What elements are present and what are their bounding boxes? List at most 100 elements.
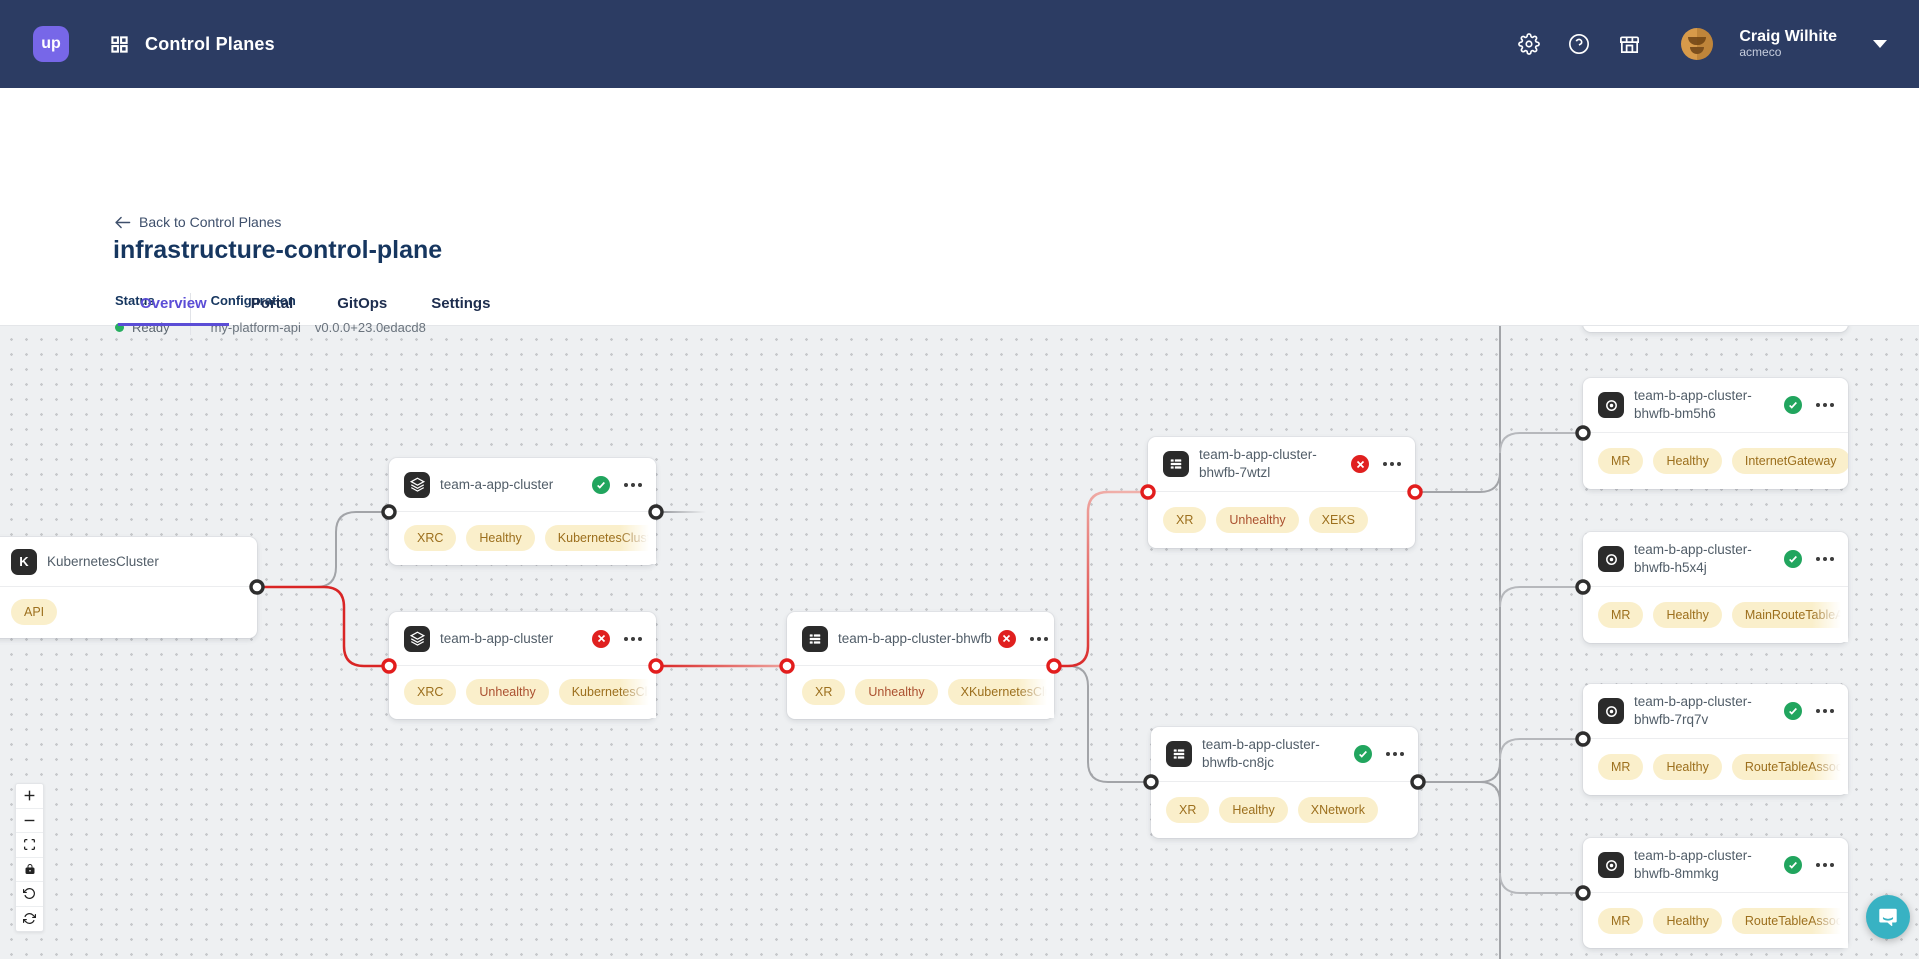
healthy-icon [1784,550,1802,568]
zoom-in-button[interactable] [16,784,43,809]
managed-resource-icon [1598,392,1624,418]
node-team-b-app-cluster-bhwfb[interactable]: team-b-app-cluster-bhwfb XR Unhealthy XK… [787,612,1054,719]
node-kubernetescluster[interactable]: K KubernetesCluster API [0,537,257,638]
node-menu-button[interactable] [1382,746,1408,762]
status-ready-dot [115,323,124,332]
avatar[interactable] [1681,28,1714,60]
node-team-a-app-cluster[interactable]: team-a-app-cluster XRC Healthy Kubernete… [389,458,656,565]
node-badges: XR Unhealthy XKubernetesCluster [787,666,1054,718]
node-team-b-app-cluster-bhwfb-8mmkg[interactable]: team-b-app-cluster-bhwfb-8mmkg MR Health… [1583,838,1848,948]
layers-icon [404,625,430,652]
graph-canvas[interactable]: K KubernetesCluster API team-a-app-clust… [0,326,1919,959]
badge: XRC [404,679,457,705]
lock-button[interactable] [16,858,43,882]
managed-resource-icon [1598,852,1624,878]
tab-portal[interactable]: Portal [250,294,294,312]
back-link[interactable]: Back to Control Planes [114,214,281,230]
node-team-b-app-cluster-bhwfb-cn8jc[interactable]: team-b-app-cluster-bhwfb-cn8jc XR Health… [1151,727,1418,838]
node-team-b-app-cluster-bhwfb-bm5h6[interactable]: team-b-app-cluster-bhwfb-bm5h6 MR Health… [1583,378,1848,489]
managed-resource-icon [1598,698,1624,724]
upbound-logo[interactable]: up [33,26,69,62]
badge: XNetwork [1297,796,1378,823]
node-badges: XRC Healthy KubernetesCluster [389,512,656,564]
node-badges: XR Healthy XNetwork [1151,782,1418,837]
node-menu-button[interactable] [1812,703,1838,719]
canvas-controls [15,783,44,932]
node-label: team-b-app-cluster-bhwfb-8mmkg [1634,848,1752,881]
tab-gitops[interactable]: GitOps [337,294,388,312]
configuration-name: my-platform-api [210,320,301,335]
badge: InternetGateway [1731,447,1848,474]
top-navbar: up Control Planes [0,0,1919,88]
badge-fade [1018,666,1054,718]
chevron-down-icon[interactable] [1873,40,1887,48]
fit-view-button[interactable] [16,833,43,858]
kubernetes-icon: K [11,548,37,575]
help-icon[interactable] [1567,32,1591,56]
badge: Healthy [466,525,535,551]
node-badges: XRC Unhealthy KubernetesCluster [389,666,656,718]
node-label: KubernetesCluster [47,553,159,569]
node-menu-button[interactable] [620,477,646,493]
badge-fade [1812,893,1848,948]
node-team-b-app-cluster-bhwfb-h5x4j[interactable]: team-b-app-cluster-bhwfb-h5x4j MR Health… [1583,532,1848,643]
node-menu-button[interactable] [620,631,646,647]
node-menu-button[interactable] [1812,857,1838,873]
badge: XEKS [1308,506,1369,533]
badge-fade [620,666,656,718]
tab-settings[interactable]: Settings [431,294,491,312]
chat-bubble-icon [1879,908,1897,927]
badge: MR [1598,907,1644,934]
apps-grid-icon[interactable] [107,32,131,56]
healthy-icon [1784,702,1802,720]
refresh-button[interactable] [16,907,43,932]
healthy-icon [592,475,610,494]
tab-bar: Overview Portal GitOps Settings [118,281,512,326]
healthy-icon [1784,856,1802,874]
badge-fade [1812,587,1848,642]
app-title: Control Planes [145,33,275,54]
node-menu-button[interactable] [1379,456,1405,472]
node-label: team-b-app-cluster-bhwfb-cn8jc [1202,737,1320,770]
badge: Unhealthy [855,679,938,705]
badge: Healthy [1219,796,1288,823]
tab-overview[interactable]: Overview [118,281,229,326]
node-label: team-a-app-cluster [440,476,554,492]
node-menu-button[interactable] [1812,551,1838,567]
node-badges: MR Healthy MainRouteTableAssoc [1583,587,1848,642]
node-label: team-b-app-cluster-bhwfb-7wtzl [1199,447,1317,480]
managed-resource-icon [1598,546,1624,572]
configuration-value: my-platform-api v0.0.0+23.0edacd8 [211,320,426,335]
node-badges: MR Healthy InternetGateway [1583,433,1848,488]
composite-resource-icon [1163,451,1189,477]
badge-fade [620,512,656,564]
badge: XR [1163,506,1207,533]
settings-icon[interactable] [1517,32,1541,56]
badge: Healthy [1653,753,1722,780]
node-team-b-app-cluster-bhwfb-7wtzl[interactable]: team-b-app-cluster-bhwfb-7wtzl XR Unheal… [1148,437,1415,548]
node-menu-button[interactable] [1026,631,1052,647]
healthy-icon [1784,396,1802,414]
node-team-b-app-cluster-bhwfb-7rq7v[interactable]: team-b-app-cluster-bhwfb-7rq7v MR Health… [1583,684,1848,795]
configuration-label: Configuration [210,293,296,308]
unhealthy-icon [1351,455,1369,473]
badge: Healthy [1653,907,1722,934]
unhealthy-icon [592,629,610,648]
rotate-button[interactable] [16,882,43,907]
marketplace-icon[interactable] [1617,32,1641,56]
page-header: Back to Control Planes infrastructure-co… [0,88,1919,335]
badge-fade [1812,739,1848,794]
configuration-version: v0.0.0+23.0edacd8 [314,320,426,335]
zoom-out-button[interactable] [16,809,43,833]
node-badges: MR Healthy RouteTableAssociatio [1583,739,1848,794]
node-menu-button[interactable] [1812,397,1838,413]
badge: MR [1598,447,1644,474]
node-label: team-b-app-cluster-bhwfb-7rq7v [1634,694,1752,727]
chat-launcher-button[interactable] [1866,895,1910,939]
node-label: team-b-app-cluster [440,630,554,646]
node-badges: API [0,587,257,637]
node-label: team-b-app-cluster-bhwfb-bm5h6 [1634,388,1752,421]
node-badges: XR Unhealthy XEKS [1148,492,1415,547]
node-team-b-app-cluster[interactable]: team-b-app-cluster XRC Unhealthy Kuberne… [389,612,656,719]
composite-resource-icon [802,625,828,652]
